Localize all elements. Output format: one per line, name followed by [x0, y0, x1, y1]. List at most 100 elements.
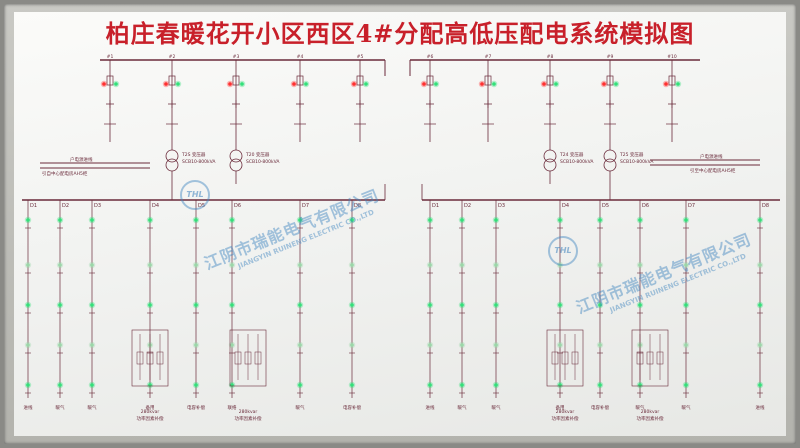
hv-feeder-label-9: #10 — [667, 54, 677, 60]
hv-outgoing-label-right: 引至中心配电房AH5柜 — [690, 167, 736, 174]
lv-lamp-12-1 — [598, 263, 602, 267]
lv-lamp-9-3 — [460, 343, 464, 347]
lv-lamp-7-2 — [350, 303, 354, 307]
hv-breaker-8 — [606, 75, 614, 86]
lv-lamp-1-3 — [58, 343, 62, 347]
hv-switch-3 — [296, 100, 304, 108]
lv-cabinet-label-8: D1 — [432, 203, 439, 209]
lv-cabinet-label-15: D8 — [762, 203, 769, 209]
lv-bottom-label-7: 电容补偿 — [343, 404, 361, 411]
lv-lamp-5-2 — [230, 303, 234, 307]
lv-lamp-0-3 — [26, 343, 30, 347]
capacitor-cell-3-1 — [646, 351, 654, 365]
hv-feeder-label-5: #6 — [427, 54, 434, 60]
hv-lamp-red-9 — [664, 82, 668, 86]
lv-lamp-4-2 — [194, 303, 198, 307]
lv-cabinet-label-7: D8 — [354, 203, 361, 209]
lv-cabinet-label-2: D3 — [94, 203, 101, 209]
lv-lamp-9-2 — [460, 303, 464, 307]
lv-lamp-7-4 — [350, 383, 354, 387]
capacitor-cell-2-1 — [561, 351, 569, 365]
transformer-coil-hv-0 — [165, 149, 179, 163]
lv-lamp-3-1 — [148, 263, 152, 267]
hv-lamp-green-6 — [492, 82, 496, 86]
hv-incoming-label-right: 户电源进线 — [700, 153, 723, 160]
transformer-label-2: T24 变压器 — [559, 151, 584, 158]
transformer-spec-3: SCB10-800kVA — [620, 159, 654, 165]
hv-feeder-label-3: #4 — [297, 54, 304, 60]
transformer-coil-hv-3 — [603, 149, 617, 163]
capacitor-desc-3: 功率因素补偿 — [637, 415, 664, 422]
lv-cabinet-label-12: D5 — [602, 203, 609, 209]
lv-bottom-label-6: 暖气 — [296, 404, 305, 411]
lv-cabinet-label-14: D7 — [688, 203, 695, 209]
capacitor-cell-0-0 — [136, 351, 144, 365]
board-title: 柏庄春暖花开小区西区4#分配高低压配电系统模拟图 — [105, 19, 695, 48]
lv-cabinet-label-9: D2 — [464, 203, 471, 209]
lv-bottom-label-12: 电容补偿 — [591, 404, 609, 411]
lv-lamp-8-3 — [428, 343, 432, 347]
hv-outgoing-label-left: 引自中心配电房AH5柜 — [42, 170, 88, 177]
watermark-logo: THL — [180, 180, 210, 210]
lv-bottom-label-10: 暖气 — [492, 404, 501, 411]
capacitor-cell-0-2 — [156, 351, 164, 365]
hv-feeder-label-7: #8 — [547, 54, 554, 60]
hv-switch-8 — [606, 100, 614, 108]
lv-lamp-7-1 — [350, 263, 354, 267]
hv-breaker-4 — [356, 75, 364, 86]
capacitor-bank-1 — [229, 329, 267, 387]
hv-lamp-green-3 — [304, 82, 308, 86]
lv-lamp-11-0 — [558, 218, 562, 222]
lv-lamp-4-3 — [194, 343, 198, 347]
hv-feeder-label-6: #7 — [485, 54, 492, 60]
lv-lamp-2-2 — [90, 303, 94, 307]
lv-lamp-15-3 — [758, 343, 762, 347]
capacitor-cell-3-2 — [656, 351, 664, 365]
lv-lamp-2-0 — [90, 218, 94, 222]
transformer-spec-0: SCB10-800kVA — [182, 159, 216, 165]
lv-lamp-2-4 — [90, 383, 94, 387]
lv-lamp-10-2 — [494, 303, 498, 307]
capacitor-cell-1-0 — [234, 351, 242, 365]
lv-cabinet-label-5: D6 — [234, 203, 241, 209]
watermark-logo-2: THL — [548, 236, 578, 266]
hv-lamp-red-4 — [352, 82, 356, 86]
transformer-label-3: T25 变压器 — [619, 151, 644, 158]
capacitor-cell-1-1 — [244, 351, 252, 365]
lv-lamp-6-1 — [298, 263, 302, 267]
lv-lamp-7-0 — [350, 218, 354, 222]
lv-lamp-10-1 — [494, 263, 498, 267]
capacitor-rating-1: 280kvar — [239, 409, 258, 415]
lv-lamp-3-2 — [148, 303, 152, 307]
hv-breaker-1 — [168, 75, 176, 86]
lv-lamp-2-1 — [90, 263, 94, 267]
lv-lamp-11-3 — [558, 343, 562, 347]
hv-lamp-red-3 — [292, 82, 296, 86]
lv-bottom-label-5: 联络 — [228, 404, 237, 411]
transformer-label-1: T20 变压器 — [245, 151, 270, 158]
lv-lamp-6-0 — [298, 218, 302, 222]
capacitor-cell-3-0 — [636, 351, 644, 365]
capacitor-rating-3: 280kvar — [641, 409, 660, 415]
lv-lamp-4-4 — [194, 383, 198, 387]
hv-breaker-5 — [426, 75, 434, 86]
board-panel — [14, 12, 786, 436]
hv-lamp-green-2 — [240, 82, 244, 86]
lv-lamp-4-1 — [194, 263, 198, 267]
lv-lamp-15-4 — [758, 383, 762, 387]
transformer-coil-lv-2 — [543, 158, 557, 172]
hv-feeder-label-0: #1 — [107, 54, 114, 60]
lv-lamp-12-3 — [598, 343, 602, 347]
hv-lamp-red-1 — [164, 82, 168, 86]
lv-lamp-12-4 — [598, 383, 602, 387]
hv-lamp-green-7 — [554, 82, 558, 86]
hv-lamp-red-0 — [102, 82, 106, 86]
lv-lamp-14-1 — [684, 263, 688, 267]
lv-lamp-8-1 — [428, 263, 432, 267]
lv-cabinet-label-13: D6 — [642, 203, 649, 209]
capacitor-bank-0 — [131, 329, 169, 387]
hv-incoming-label-left: 户电源进线 — [70, 156, 93, 163]
hv-lamp-green-8 — [614, 82, 618, 86]
lv-lamp-5-3 — [230, 343, 234, 347]
